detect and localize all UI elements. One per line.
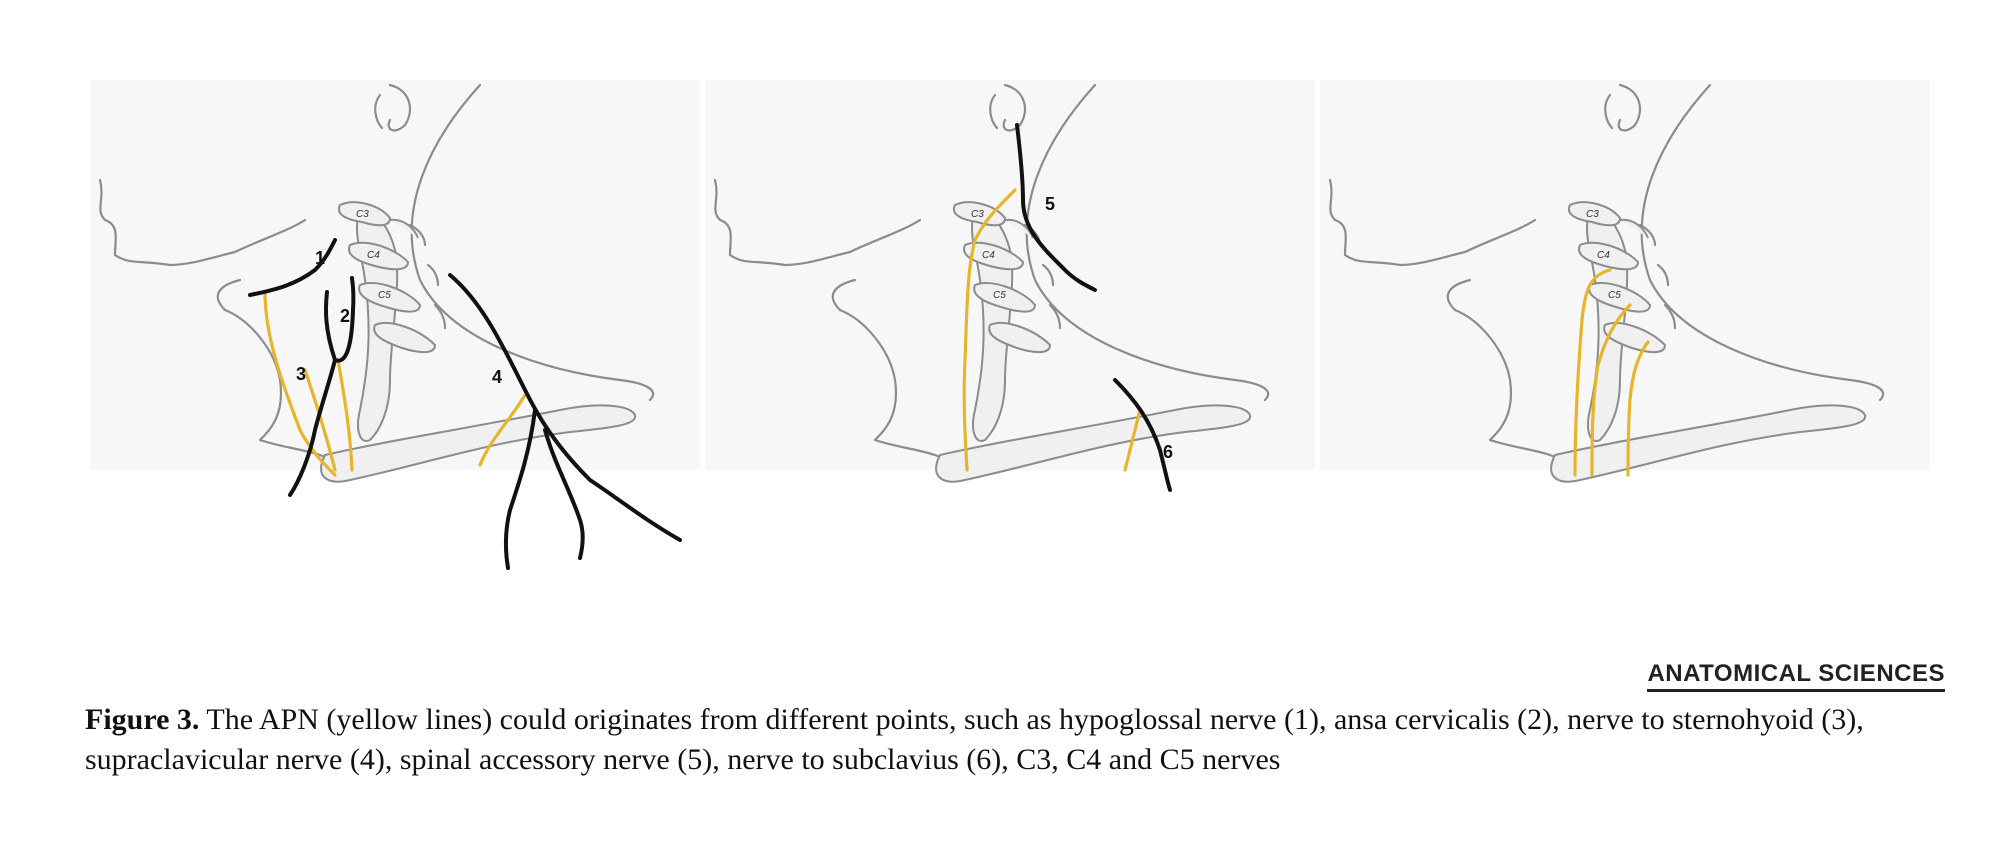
- supraclavicular-nerve-branch: [543, 428, 585, 560]
- panel-1: 1 2 3 4 C3 C4 C5: [88, 78, 702, 570]
- ansa-cervicalis: [323, 276, 356, 363]
- nerve-to-sternohyoid: [288, 358, 337, 497]
- apn-line: [478, 393, 527, 467]
- spinal-accessory-nerve: [1015, 123, 1097, 292]
- nerve-label: 6: [1163, 442, 1173, 462]
- nerve-to-subclavius: [1113, 378, 1172, 492]
- anatomical-figure: 1 2 3 4 C3 C4 C5 5 6 C3 C4 C5 C3 C4 C5: [88, 78, 1932, 570]
- supraclavicular-nerve: [448, 273, 682, 542]
- apn-line: [263, 290, 337, 477]
- apn-line: [336, 358, 354, 472]
- apn-line: [1123, 408, 1142, 472]
- apn-line: [1590, 303, 1632, 477]
- figure-caption: Figure 3. The APN (yellow lines) could o…: [85, 700, 1955, 780]
- hypoglossal-nerve: [248, 238, 337, 297]
- caption-text: The APN (yellow lines) could originates …: [85, 703, 1864, 776]
- vertebra-label: C5: [993, 290, 1006, 301]
- vertebra-label: C3: [971, 209, 984, 220]
- caption-label: Figure 3.: [85, 703, 200, 736]
- vertebra-label: C4: [367, 250, 380, 261]
- nerve-label: 2: [340, 306, 350, 326]
- nerve-label: 5: [1045, 194, 1055, 214]
- nerve-label: 4: [492, 367, 502, 387]
- panel-3: C3 C4 C5: [1318, 78, 1932, 483]
- panel-2: 5 6 C3 C4 C5: [703, 78, 1317, 492]
- vertebra-label: C3: [1586, 209, 1599, 220]
- vertebra-label: C4: [1597, 250, 1610, 261]
- apn-line: [962, 188, 1017, 472]
- apn-line: [1626, 340, 1650, 477]
- nerve-label: 3: [296, 364, 306, 384]
- apn-line: [1573, 268, 1612, 477]
- vertebra-label: C4: [982, 250, 995, 261]
- nerve-label: 1: [315, 248, 325, 268]
- publisher-brand: ANATOMICAL SCIENCES: [1647, 660, 1945, 692]
- supraclavicular-nerve-branch: [503, 408, 537, 570]
- vertebra-label: C5: [1608, 290, 1621, 301]
- vertebra-label: C5: [378, 290, 391, 301]
- vertebra-label: C3: [356, 209, 369, 220]
